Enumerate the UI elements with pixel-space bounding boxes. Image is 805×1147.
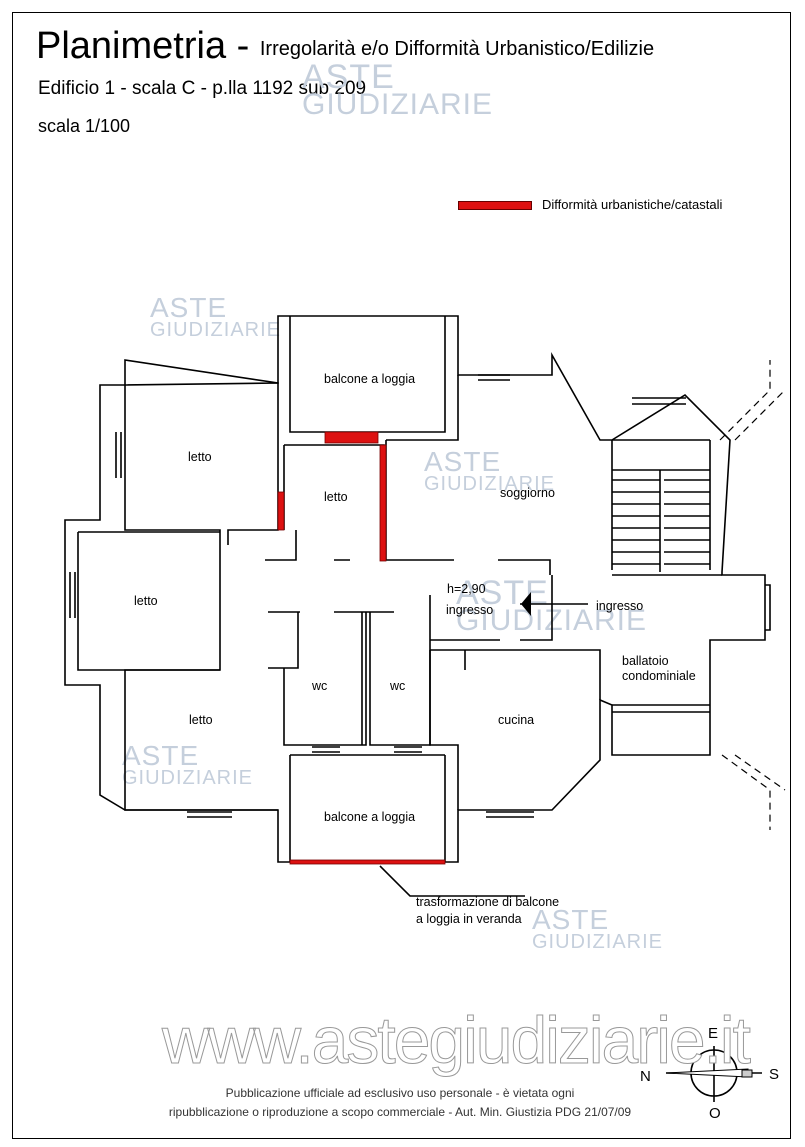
room-label-wc-2: wc — [390, 679, 406, 693]
room-label-soggiorno: soggiorno — [500, 486, 555, 500]
difformity-mark — [324, 431, 379, 444]
room-label-ingresso-2: ingresso — [596, 599, 644, 613]
footer: Pubblicazione ufficiale ad esclusivo uso… — [160, 1084, 640, 1122]
page-title-sub: Irregolarità e/o Difformità Urbanistico/… — [259, 38, 655, 60]
difformity-mark — [379, 444, 387, 562]
compass-e: E — [708, 1025, 719, 1042]
difformity-mark — [277, 491, 285, 531]
entrance-arrow — [521, 592, 531, 616]
scale-label: scala 1/100 — [38, 116, 131, 136]
compass-s: S — [769, 1066, 780, 1083]
footer-line-2: ripubblicazione o riproduzione a scopo c… — [168, 1105, 632, 1119]
page-frame — [12, 12, 791, 1139]
legend-swatch — [458, 201, 532, 211]
building-subtitle: Edificio 1 - scala C - p.lla 1192 sub 20… — [38, 78, 367, 99]
legend: Difformità urbanistiche/catastali — [458, 197, 722, 212]
compass-o: O — [709, 1105, 721, 1122]
annotation-line-2: a loggia in veranda — [416, 912, 522, 926]
room-label-ballatoio: ballatoio condominiale — [622, 654, 696, 683]
room-label-wc-1: wc — [312, 679, 328, 693]
legend-label: Difformità urbanistiche/catastali — [542, 197, 723, 212]
room-label-letto-2: letto — [324, 490, 348, 504]
room-label-ingresso-1: ingresso — [446, 603, 494, 617]
difformity-mark — [289, 859, 446, 865]
room-label-letto-4: letto — [189, 713, 213, 727]
footer-line-1: Pubblicazione ufficiale ad esclusivo uso… — [225, 1086, 575, 1100]
height-label: h=2,90 — [447, 582, 486, 596]
room-label-letto-3: letto — [134, 594, 158, 608]
annotation-line-1: trasformazione di balcone — [416, 895, 560, 909]
outer-wall — [64, 315, 766, 863]
room-label-letto-1: letto — [188, 450, 212, 464]
room-label-cucina: cucina — [498, 713, 535, 727]
room-label-balcone-top: balcone a loggia — [324, 372, 416, 386]
page-title: Planimetria - Irregolarità e/o Difformit… — [36, 25, 655, 67]
compass-n: N — [640, 1068, 651, 1085]
room-label-balcone-bottom: balcone a loggia — [324, 810, 416, 824]
watermark-site: www.astegiudiziarie.it — [162, 1003, 752, 1078]
